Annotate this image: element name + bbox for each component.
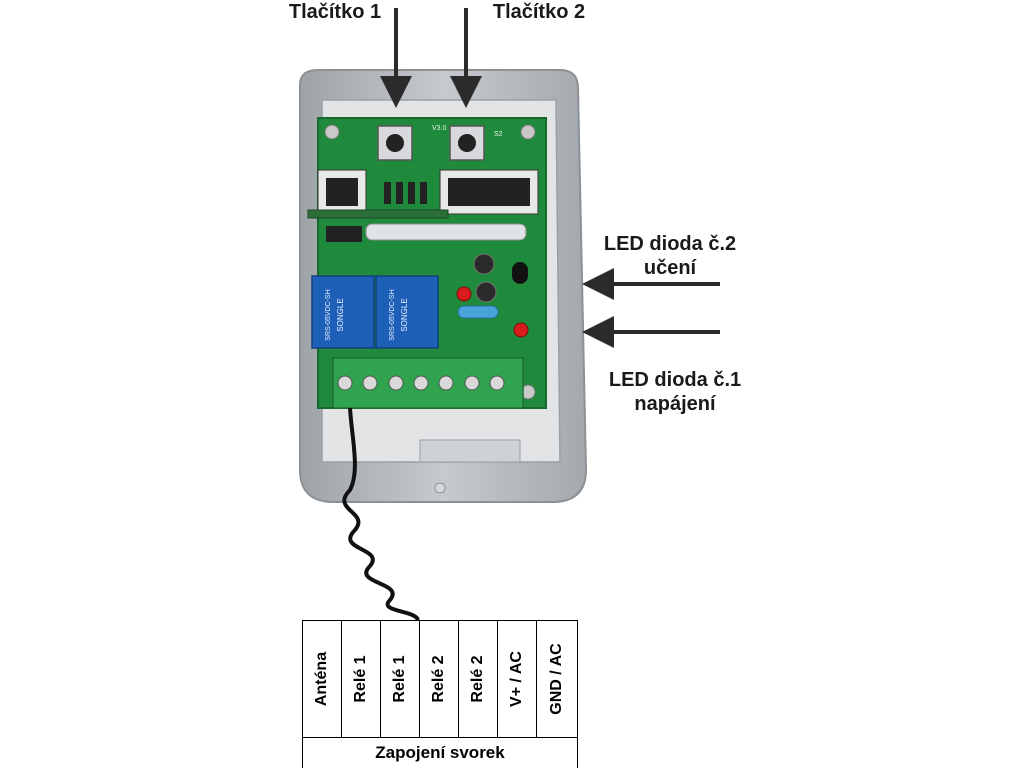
pcb-s2-mark: S2	[494, 131, 503, 138]
relay-1-brand: SONGLE	[336, 298, 345, 331]
terminal-label: Relé 1	[391, 655, 408, 703]
receiver-device-illustration: V3.0 S2 SONGLE SRS-05VDC-SH SONGLE	[299, 8, 720, 620]
led-2-label: LED dioda č.2 učení	[585, 232, 755, 280]
terminal-label: Relé 2	[430, 655, 447, 703]
led-1	[513, 322, 529, 338]
ic-chip-left	[317, 169, 367, 215]
push-button-2[interactable]	[449, 125, 485, 161]
capacitor-2	[475, 281, 497, 303]
led-2-label-line2: učení	[643, 257, 697, 279]
transistor	[512, 262, 528, 284]
terminal-column-relay1-a: Relé 1	[342, 621, 381, 737]
led-1-label-line1: LED dioda č.1	[608, 369, 742, 391]
capacitor-1	[473, 253, 495, 275]
resistor-array	[384, 182, 427, 204]
terminal-label: Anténa	[313, 651, 330, 707]
antenna-wire	[342, 407, 420, 620]
push-button-1[interactable]	[377, 125, 413, 161]
terminal-table-caption: Zapojení svorek	[303, 737, 577, 769]
relay-1: SONGLE SRS-05VDC-SH	[311, 275, 375, 349]
terminal-wiring-table: Anténa Relé 1 Relé 1 Relé 2 Relé 2 V+ / …	[302, 620, 578, 768]
led-2-label-line1: LED dioda č.2	[603, 233, 737, 255]
terminal-column-relay1-b: Relé 1	[381, 621, 420, 737]
terminal-block	[332, 357, 524, 409]
pcb-version-mark: V3.0	[432, 125, 447, 132]
relay-2-model: SRS-05VDC-SH	[389, 289, 396, 340]
terminal-column-relay2-b: Relé 2	[459, 621, 498, 737]
led-1-label: LED dioda č.1 napájení	[590, 368, 760, 416]
terminal-label: Relé 1	[352, 655, 369, 703]
ic-chip-right	[439, 169, 539, 215]
terminal-column-v-plus: V+ / AC	[498, 621, 537, 737]
terminal-column-antenna: Anténa	[303, 621, 342, 737]
button-1-label: Tlačítko 1	[288, 1, 382, 23]
terminal-label: GND / AC	[548, 643, 565, 715]
button-2-label: Tlačítko 2	[492, 1, 586, 23]
led-2	[456, 286, 472, 302]
relay-2: SONGLE SRS-05VDC-SH	[375, 275, 439, 349]
terminal-column-relay2-a: Relé 2	[420, 621, 459, 737]
resistor	[457, 305, 499, 319]
terminal-label: V+ / AC	[508, 651, 525, 707]
terminal-label: Relé 2	[469, 655, 486, 703]
terminal-column-gnd: GND / AC	[537, 621, 577, 737]
relay-2-brand: SONGLE	[400, 298, 409, 331]
rf-module	[307, 209, 527, 242]
relay-1-model: SRS-05VDC-SH	[325, 289, 332, 340]
led-1-label-line2: napájení	[634, 393, 716, 415]
